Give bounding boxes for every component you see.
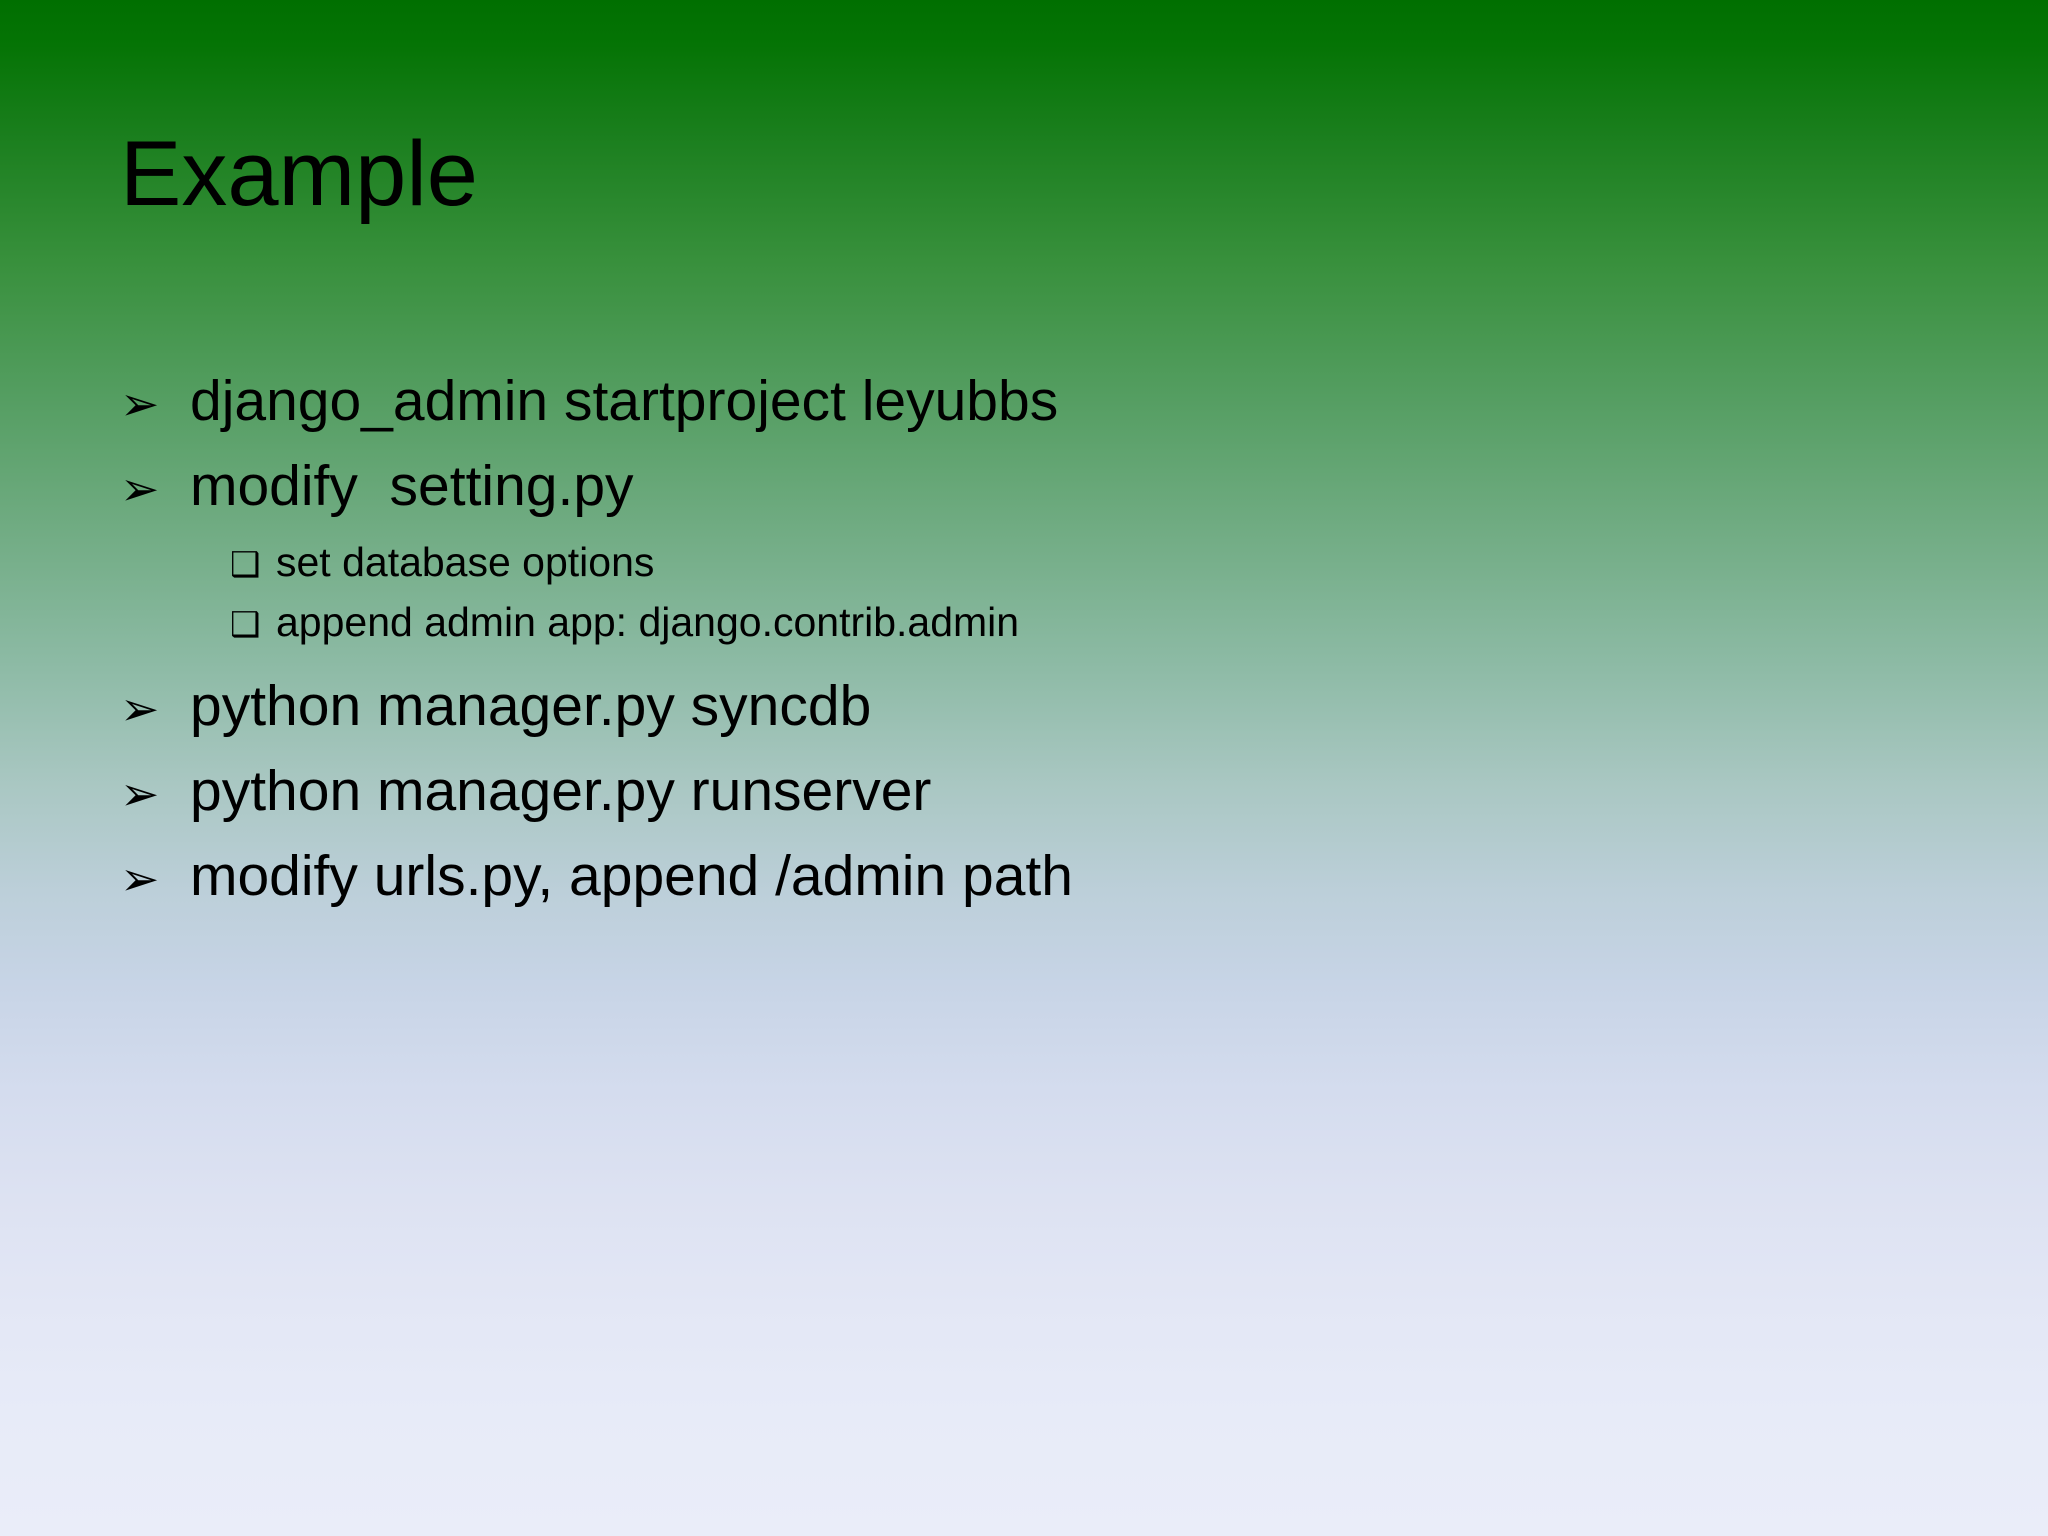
- arrow-bullet-icon: ➢: [120, 377, 160, 432]
- bullet-item: ➢ django_admin startproject leyubbs: [120, 369, 1920, 434]
- slide-body-list: ➢ django_admin startproject leyubbs ➢ mo…: [120, 369, 1920, 930]
- sub-bullet-item: ❑ set database options: [120, 538, 1920, 586]
- list-spacer: [120, 659, 1920, 675]
- bullet-text: python manager.py runserver: [190, 759, 932, 824]
- bullet-text: python manager.py syncdb: [190, 674, 872, 739]
- bullet-item: ➢ modify urls.py, append /admin path: [120, 844, 1920, 909]
- bullet-text: django_admin startproject leyubbs: [190, 369, 1059, 433]
- arrow-bullet-icon: ➢: [120, 461, 160, 517]
- sub-bullet-item: ❑ append admin app: django.contrib.admin: [120, 598, 1920, 646]
- bullet-item: ➢ python manager.py syncdb: [120, 675, 1920, 739]
- square-bullet-icon: ❑: [230, 544, 261, 585]
- bullet-item: ➢ modify setting.py: [120, 453, 1920, 519]
- sub-bullet-text: append admin app: django.contrib.admin: [276, 598, 1020, 645]
- bullet-text: modify urls.py, append /admin path: [190, 844, 1073, 909]
- square-bullet-icon: ❑: [230, 604, 261, 645]
- slide-title: Example: [120, 123, 478, 225]
- arrow-bullet-icon: ➢: [120, 852, 160, 908]
- sub-bullet-text: set database options: [276, 538, 655, 585]
- bullet-item: ➢ python manager.py runserver: [120, 759, 1920, 824]
- arrow-bullet-icon: ➢: [120, 682, 160, 738]
- arrow-bullet-icon: ➢: [120, 767, 160, 823]
- bullet-text: modify setting.py: [190, 453, 634, 518]
